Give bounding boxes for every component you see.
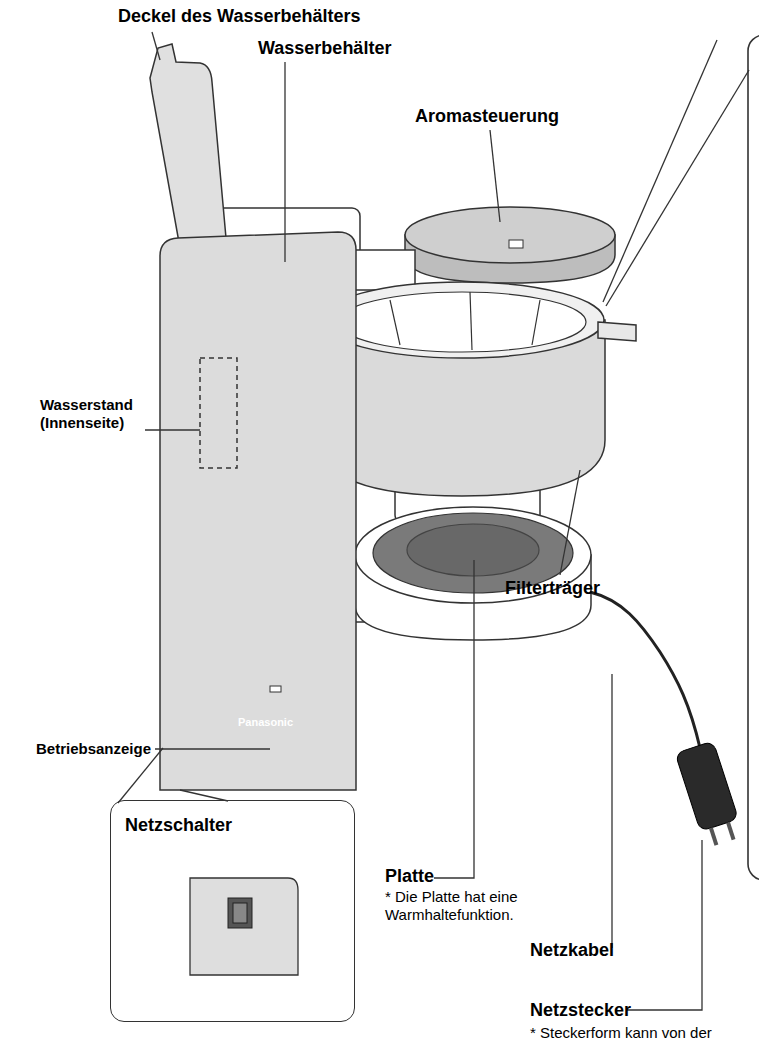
body-arm (355, 250, 415, 290)
part-name: Wasserstand (Innenseite) (40, 396, 150, 432)
leader-line (606, 70, 749, 306)
switch-panel (190, 878, 298, 975)
note: * Steckerform kann von der (530, 1024, 755, 1042)
inset-title: Netzschalter (125, 815, 232, 836)
filter-inner (338, 292, 586, 352)
part-name: Aromasteuerung (415, 106, 595, 128)
leader-line (611, 674, 612, 948)
part-name: Netzstecker (530, 1000, 680, 1022)
leader-line (152, 32, 160, 60)
water-tank (160, 232, 356, 790)
plug-pin (711, 828, 717, 845)
part-name: Filterträger (505, 578, 635, 600)
power-indicator (270, 686, 281, 692)
power-cord (590, 592, 700, 748)
filter-rim (320, 282, 604, 358)
leader-line (434, 560, 474, 878)
brand-logo: Panasonic (238, 716, 328, 729)
aroma-lid-top (405, 207, 615, 263)
leader-line (560, 470, 580, 575)
filter-rib (532, 300, 540, 345)
warming-plate-inner (407, 524, 539, 576)
part-name: Betriebsanzeige (36, 740, 166, 758)
leader-line (284, 62, 285, 262)
part-name: Platte (385, 866, 465, 888)
leader-line (490, 130, 500, 222)
part-name: Netzkabel (530, 940, 680, 962)
leader-line (155, 748, 270, 749)
filter-rib (470, 292, 472, 350)
leader-line (603, 40, 717, 302)
power-switch (228, 898, 252, 928)
plug-pin (728, 822, 734, 839)
plug-body (675, 741, 738, 831)
part-name: Deckel des Wasserbehälters (118, 6, 418, 28)
power-plug (675, 741, 744, 848)
aroma-notch (509, 240, 523, 248)
filter-handle (598, 322, 636, 341)
switch-rocker (233, 903, 247, 923)
tank-lid (150, 44, 226, 248)
inset-box: Netzschalter (110, 800, 355, 1022)
note: * Die Platte hat eine Warmhaltefunktion. (385, 888, 547, 924)
leader-line (626, 840, 702, 1010)
filter-rib (390, 300, 400, 345)
water-level-window (200, 358, 237, 468)
leader-line (145, 429, 200, 430)
detail-frame (748, 35, 759, 880)
part-name: Wasserbehälter (258, 38, 418, 60)
